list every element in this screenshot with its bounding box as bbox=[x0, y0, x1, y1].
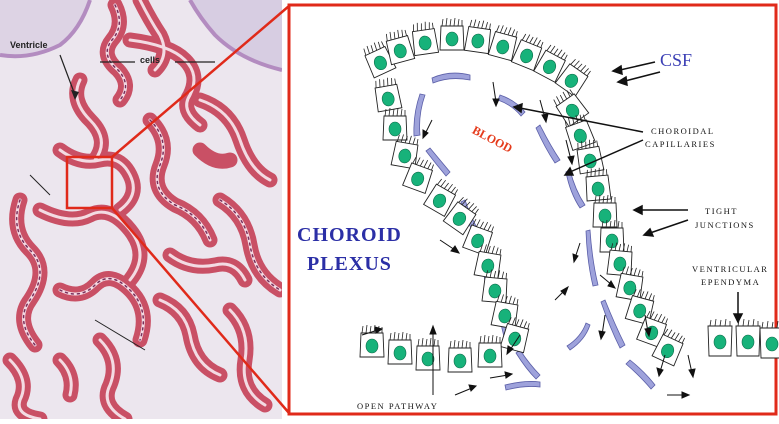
tight-junctions-label-line1: TIGHT bbox=[705, 206, 738, 216]
nucleus bbox=[454, 354, 466, 368]
choroidal-capillaries-label-line2: CAPILLARIES bbox=[645, 139, 716, 149]
choroidal-capillaries-label-line1: CHOROIDAL bbox=[651, 126, 715, 136]
nucleus bbox=[599, 209, 611, 223]
nucleus bbox=[366, 339, 378, 353]
nucleus bbox=[446, 32, 458, 46]
nucleus bbox=[714, 335, 726, 349]
ventricle-label: Ventricle bbox=[10, 40, 48, 50]
diagram-title-line2: PLEXUS bbox=[307, 253, 392, 276]
nucleus bbox=[394, 346, 406, 360]
diagram-title-line1: CHOROID bbox=[297, 224, 402, 247]
open-pathway-label: OPEN PATHWAY bbox=[357, 401, 438, 411]
nucleus bbox=[766, 337, 778, 351]
nucleus bbox=[389, 122, 401, 136]
cells-label: cells bbox=[140, 55, 160, 65]
nucleus bbox=[422, 352, 434, 366]
nucleus bbox=[742, 335, 754, 349]
ventricular-ependyma-label-line2: EPENDYMA bbox=[701, 277, 760, 287]
nucleus bbox=[484, 349, 496, 363]
csf-label: CSF bbox=[660, 50, 692, 71]
tight-junctions-label-line2: JUNCTIONS bbox=[695, 220, 755, 230]
ventricular-ependyma-label-line1: VENTRICULAR bbox=[692, 264, 768, 274]
